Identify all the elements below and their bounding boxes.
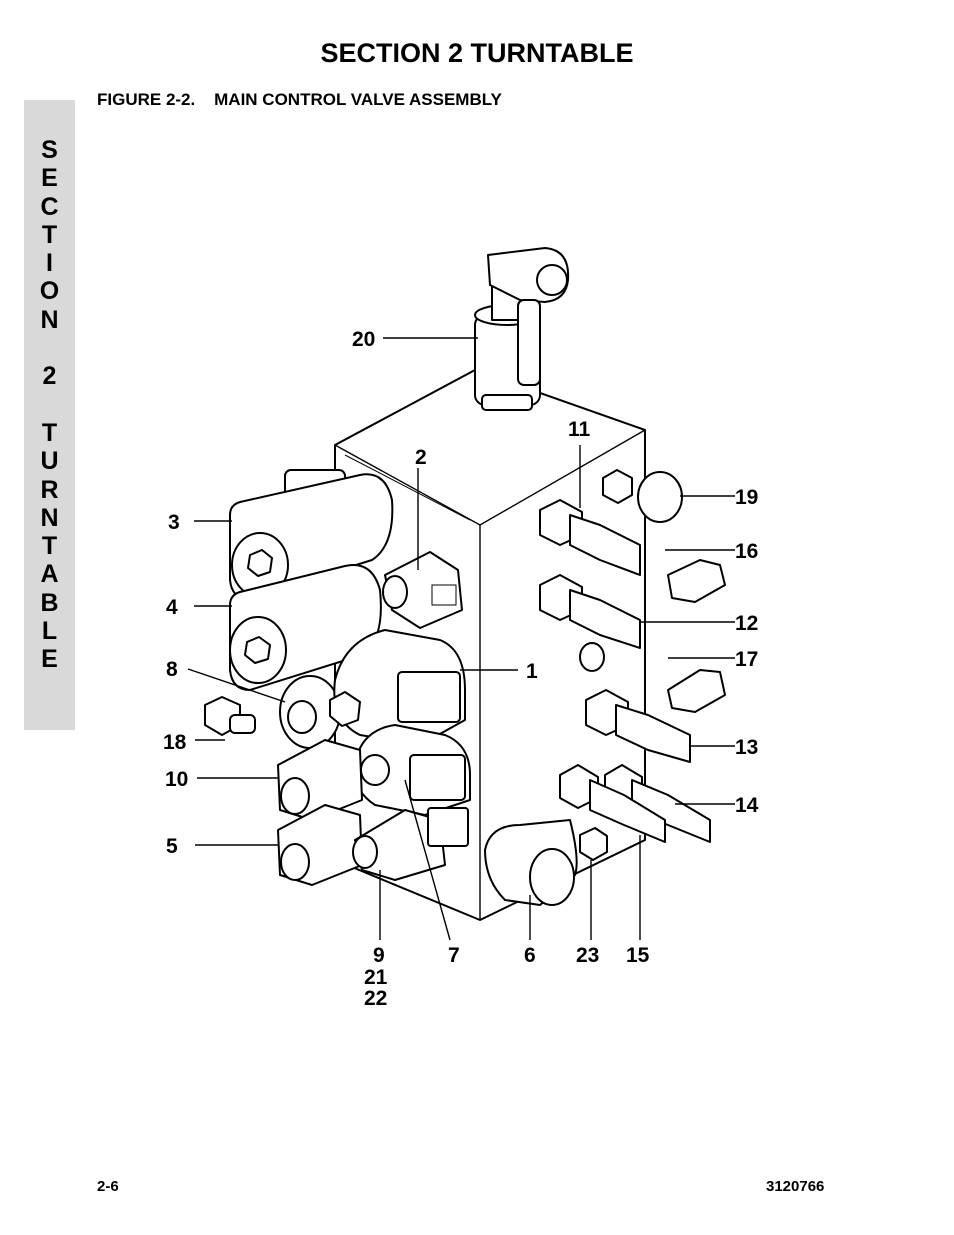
callout-9: 9 [373, 944, 385, 967]
plug-23 [579, 827, 608, 861]
valve-7 [353, 724, 471, 816]
callout-2: 2 [415, 446, 427, 469]
callout-6: 6 [524, 944, 536, 967]
side-tab-letter: T [41, 532, 58, 561]
washer [579, 642, 605, 672]
callout-14: 14 [735, 794, 759, 817]
callout-3: 3 [168, 511, 180, 534]
solenoid-1 [329, 629, 466, 746]
section-title: SECTION 2 TURNTABLE [320, 38, 634, 68]
page-number: 2-6 [97, 1178, 119, 1195]
relief-valve-16 [667, 559, 726, 603]
side-tab-letter: T [41, 418, 58, 447]
side-tab-letter: U [40, 447, 59, 476]
side-tab-letter: A [40, 560, 59, 589]
cartridge-11 [539, 499, 641, 576]
callout-11: 11 [568, 418, 591, 441]
side-tab-letter: B [40, 588, 59, 617]
solenoid-10 [277, 739, 363, 821]
side-tab-letter: L [41, 617, 58, 646]
solenoid-3 [229, 469, 394, 600]
figure-title: FIGURE 2-2. MAIN CONTROL VALVE ASSEMBLY [97, 90, 502, 109]
side-tab-letter: N [40, 305, 59, 334]
callout-7: 7 [448, 944, 460, 967]
callout-23: 23 [576, 944, 599, 967]
side-tab-letter: E [41, 164, 58, 193]
valve-9 [352, 807, 469, 881]
callout-21: 21 [364, 966, 388, 989]
callout-numbers: 20 2 11 19 3 16 4 12 17 8 1 18 13 10 14 … [163, 328, 759, 1010]
cartridge-13 [585, 689, 691, 763]
cartridge-12 [539, 574, 641, 649]
leader-lines [187, 337, 735, 941]
callout-19: 19 [735, 486, 758, 509]
callout-17: 17 [735, 648, 758, 671]
callout-5: 5 [166, 835, 178, 858]
cartridge-15 [559, 764, 666, 843]
callout-4: 4 [166, 596, 178, 619]
callout-20: 20 [352, 328, 375, 351]
hand-pump-20 [474, 247, 570, 411]
callout-15: 15 [626, 944, 650, 967]
valve-2 [382, 551, 463, 629]
side-tab-letter: 2 [42, 362, 57, 391]
callout-1: 1 [526, 660, 538, 683]
callout-18: 18 [163, 731, 187, 754]
callout-16: 16 [735, 540, 758, 563]
callout-10: 10 [165, 768, 188, 791]
plug-18 [204, 696, 256, 736]
callout-12: 12 [735, 612, 758, 635]
side-tab-letter: T [41, 220, 58, 249]
side-tab-letter: E [41, 645, 58, 674]
side-tab-letter: C [40, 192, 59, 221]
side-tab-letter: N [40, 503, 59, 532]
side-tab-letter: S [41, 136, 58, 164]
solenoid-5 [277, 804, 363, 886]
callout-22: 22 [364, 987, 387, 1010]
solenoid-6 [484, 819, 578, 906]
side-tab-letter: O [39, 277, 60, 306]
relief-valve-17 [667, 669, 726, 713]
callout-8: 8 [166, 658, 178, 681]
side-tab-letter: R [40, 475, 59, 504]
cap-19 [602, 469, 683, 523]
callout-13: 13 [735, 736, 758, 759]
document-number: 3120766 [766, 1178, 825, 1195]
side-tab-letter: I [46, 249, 53, 278]
